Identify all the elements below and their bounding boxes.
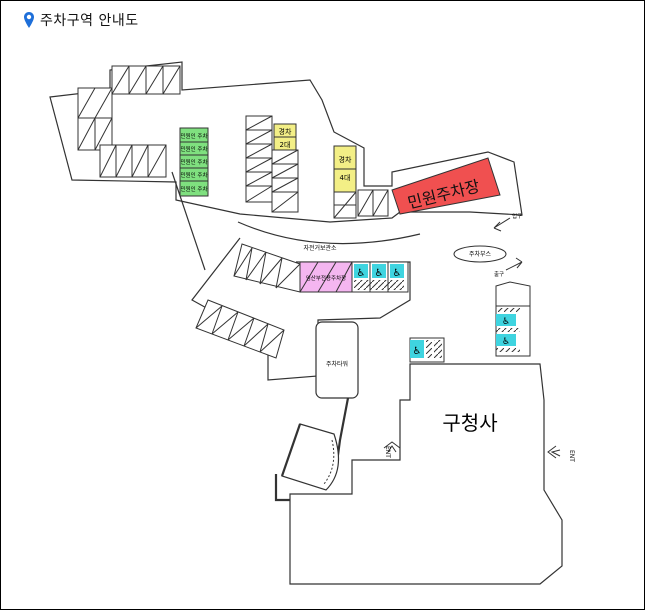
yellow-zone-small-label: 2대 [280, 141, 291, 149]
exit-arrow-label: 출구 [494, 270, 504, 278]
green-zone-label: 민원인 주차 [180, 185, 207, 193]
entrance-arrow-icon [493, 217, 511, 232]
accessible-parking-row: ♿ ♿ ♿ [351, 261, 409, 293]
parking-stalls-middle-bottom [195, 299, 285, 359]
exit-arrow-icon [505, 257, 523, 271]
ent-left-marker: ENT [383, 441, 401, 458]
wheelchair-icon: ♿ [502, 337, 510, 347]
parking-tower-label: 주차타워 [326, 360, 348, 368]
main-building-outline [289, 363, 563, 585]
entrance-arrow-label: 입구 [512, 212, 522, 220]
wheelchair-icon: ♿ [393, 268, 402, 279]
parking-stalls-top [77, 65, 181, 151]
wheelchair-icon: ♿ [375, 268, 384, 279]
pink-zone-label: 임산부전용주차장 [306, 274, 346, 282]
yellow-zone-mid-label: 경차 [339, 155, 352, 164]
building-label: 구청사 [442, 411, 497, 435]
wheelchair-icon: ♿ [413, 346, 422, 357]
map-pin-icon [24, 12, 34, 28]
yellow-zone-mid: 경차 4대 [333, 145, 357, 193]
green-zone-label: 민원인 주차 [180, 132, 207, 140]
pink-parking-zone: 임산부전용주차장 [299, 261, 353, 293]
yellow-zone-mid-label: 4대 [340, 174, 351, 182]
right-stall-block: ♿ ♿ [495, 281, 531, 357]
parking-stalls-center [245, 115, 299, 213]
accessible-parking-small: ♿ [409, 337, 445, 363]
green-parking-zone: 민원인 주차 민원인 주차 민원인 주차 민원인 주차 민원인 주차 [179, 127, 209, 197]
yellow-zone-small-label: 경차 [279, 127, 292, 136]
ent-left-label: ENT [384, 446, 391, 458]
parking-stalls-mid [333, 189, 389, 219]
green-zone-label: 민원인 주차 [180, 171, 207, 179]
ent-right-label: ENT [568, 450, 575, 462]
parking-tower: 주차타워 [315, 321, 359, 399]
yellow-zone-small: 경차 2대 [273, 123, 297, 151]
annex-structure [274, 423, 340, 502]
bicycle-rack-label: 자전거보관소 [303, 244, 337, 252]
wheelchair-icon: ♿ [502, 317, 510, 327]
red-parking-zone: 민원주차장 [391, 157, 501, 215]
upper-lot-outline [49, 61, 523, 223]
parking-booth [453, 245, 507, 263]
ent-right-marker: ENT [547, 445, 575, 462]
wheelchair-icon: ♿ [357, 268, 366, 279]
header: 주차구역 안내도 [24, 9, 139, 31]
green-zone-label: 민원인 주차 [180, 158, 207, 166]
green-zone-label: 민원인 주차 [180, 145, 207, 153]
parking-stalls-left-row [99, 144, 167, 178]
page-title: 주차구역 안내도 [40, 13, 139, 29]
parking-booth-label: 주차부스 [469, 250, 492, 258]
parking-stalls-middle-top [233, 243, 301, 293]
